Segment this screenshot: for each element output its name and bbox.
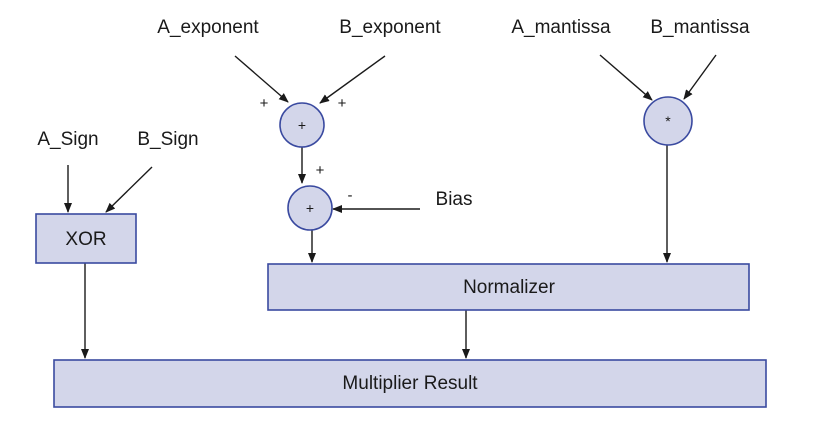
multiplier-result-block — [53, 359, 767, 408]
normalizer-label: Normalizer — [463, 277, 556, 298]
sign-exp-left: + — [260, 95, 269, 112]
bias-adder-symbol: + — [306, 200, 314, 216]
label-a-sign: A_Sign — [37, 129, 98, 150]
exponent-adder-node — [279, 102, 325, 148]
label-b-sign: B_Sign — [137, 129, 198, 150]
multiplier-result-label: Multiplier Result — [342, 373, 478, 394]
label-b-mantissa: B_mantissa — [650, 17, 750, 38]
wire-b-mantissa — [683, 54, 717, 100]
xor-label: XOR — [65, 229, 106, 250]
wire-a-exponent — [234, 55, 289, 103]
mantissa-multiplier-node — [643, 96, 693, 146]
exponent-adder-symbol: + — [298, 117, 306, 133]
normalizer-block — [267, 263, 750, 311]
label-a-exponent: A_exponent — [157, 17, 259, 38]
label-bias: Bias — [436, 189, 473, 210]
label-b-exponent: B_exponent — [339, 17, 441, 38]
wire-a-mantissa — [599, 54, 653, 101]
sign-exp-right: + — [338, 95, 347, 112]
sign-bias-right: - — [348, 187, 353, 204]
bias-adder-node — [287, 185, 333, 231]
sign-bias-top: + — [316, 162, 325, 179]
wire-b-sign — [105, 166, 153, 213]
label-a-mantissa: A_mantissa — [511, 17, 611, 38]
wire-b-exponent — [319, 55, 386, 104]
mantissa-multiplier-symbol: * — [665, 113, 671, 129]
xor-block — [35, 213, 137, 264]
